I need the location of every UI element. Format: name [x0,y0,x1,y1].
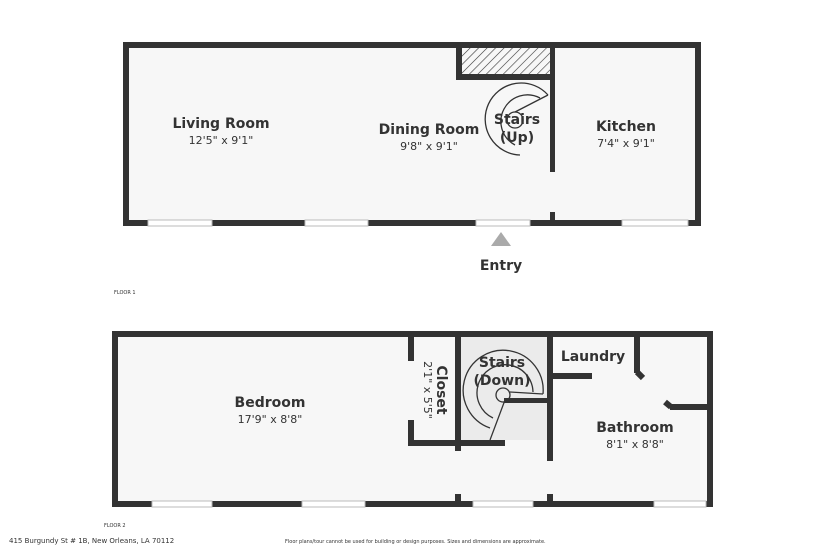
stairs-direction: (Down) [474,373,531,389]
wall [550,42,555,172]
room-name: Bedroom [235,395,306,411]
room-dims: 12'5" x 9'1" [189,134,254,147]
room-dims: 8'1" x 8'8" [606,438,664,451]
entry-label: Entry [480,258,522,274]
wall [408,331,414,361]
wall [670,404,710,410]
room-name: Closet [433,365,449,415]
window [472,500,534,508]
wall [504,398,550,403]
stairs-direction: (Up) [500,130,534,146]
wall [547,494,553,504]
door-swing [634,369,646,381]
room-dims: 7'4" x 9'1" [597,137,655,150]
room-name: Laundry [561,349,625,365]
wall [547,331,553,461]
wall [456,42,462,80]
window [653,500,707,508]
room-name: Bathroom [596,420,674,436]
wall [707,331,713,507]
room-dims: 2'1" x 5'5" [421,361,434,419]
wall [456,74,555,80]
room-dims: 17'9" x 8'8" [238,413,303,426]
stairs-up-icon [484,82,549,156]
wall [634,331,640,373]
window [147,219,213,227]
wall [553,373,592,379]
stairs-down-icon [462,349,544,441]
room-name: Kitchen [596,119,656,135]
entry-door[interactable] [475,219,531,227]
window [301,500,366,508]
room-name: Dining Room [379,122,480,138]
floor-label: FLOOR 1 [114,290,136,296]
room-name: Living Room [172,116,269,132]
floor-2-area [115,334,710,504]
entry-arrow-icon [491,232,511,246]
floor-1: Living Room 12'5" x 9'1" Dining Room 9'8… [114,42,701,296]
floor-label: FLOOR 2 [104,523,126,529]
wall [695,42,701,226]
window [621,219,689,227]
door-swing [663,399,673,410]
wall [408,420,414,446]
window [151,500,213,508]
floor-2: Bedroom 17'9" x 8'8" Closet 2'1" x 5'5" … [104,331,713,529]
stairs-label: Stairs [479,355,525,371]
wall [550,212,555,222]
wall [455,494,461,504]
wall [123,42,701,48]
wall [112,331,118,507]
disclaimer: Floor plans/tour cannot be used for buil… [285,539,546,545]
window [304,219,369,227]
wall [123,220,701,226]
stairs-label: Stairs [494,112,540,128]
room-dims: 9'8" x 9'1" [400,140,458,153]
floor-1-area [126,45,698,223]
wall [123,42,129,226]
stair-void [460,46,552,76]
wall [455,331,461,451]
address: 415 Burgundy St # 1B, New Orleans, LA 70… [9,537,174,545]
wall [112,501,713,507]
